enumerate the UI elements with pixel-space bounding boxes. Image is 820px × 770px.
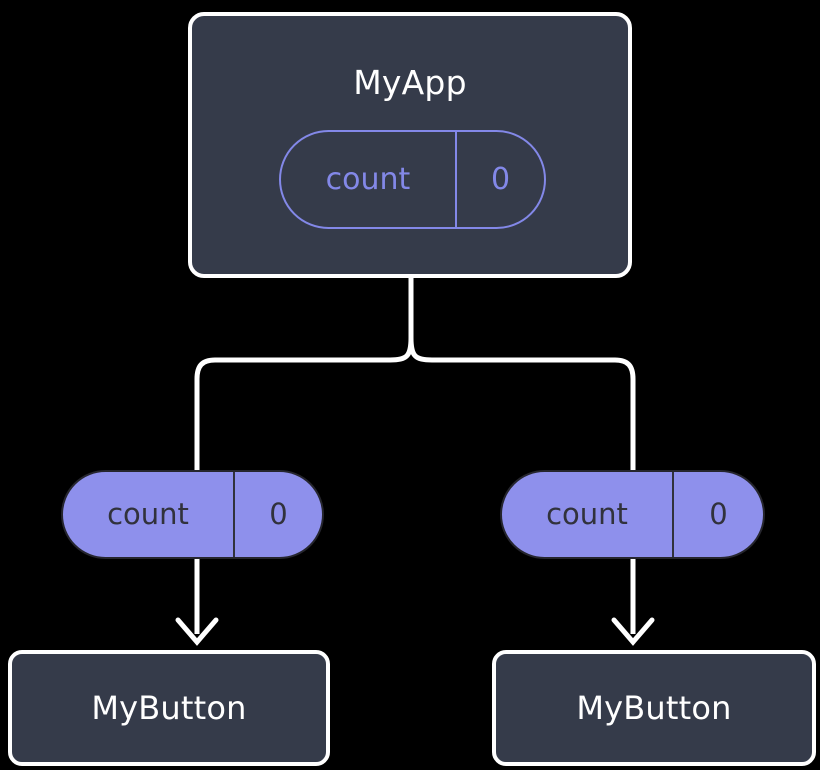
state-pill-value: 0 xyxy=(490,161,511,197)
component-title-mybutton: MyButton xyxy=(91,689,247,727)
component-node-mybutton-left[interactable]: MyButton xyxy=(8,650,330,766)
arrow-head-left-icon xyxy=(175,617,219,646)
connector-trunk-split xyxy=(408,275,636,473)
prop-pill-key: count xyxy=(63,472,235,557)
prop-pill-value: 0 xyxy=(269,497,288,531)
state-pill-key: count xyxy=(281,132,457,227)
prop-pill-key: count xyxy=(502,472,674,557)
component-title-mybutton: MyButton xyxy=(576,689,732,727)
prop-pill-value: 0 xyxy=(709,497,728,531)
component-title-myapp: MyApp xyxy=(353,63,467,102)
arrow-head-right-icon xyxy=(611,617,655,646)
component-node-myapp[interactable]: MyApp xyxy=(188,12,632,278)
component-node-mybutton-right[interactable]: MyButton xyxy=(492,650,816,766)
prop-pill-right-count[interactable]: count 0 xyxy=(500,470,765,559)
prop-pill-left-count[interactable]: count 0 xyxy=(61,470,324,559)
state-pill-myapp-count[interactable]: count 0 xyxy=(279,130,546,229)
connector-trunk-split-left xyxy=(194,335,414,473)
